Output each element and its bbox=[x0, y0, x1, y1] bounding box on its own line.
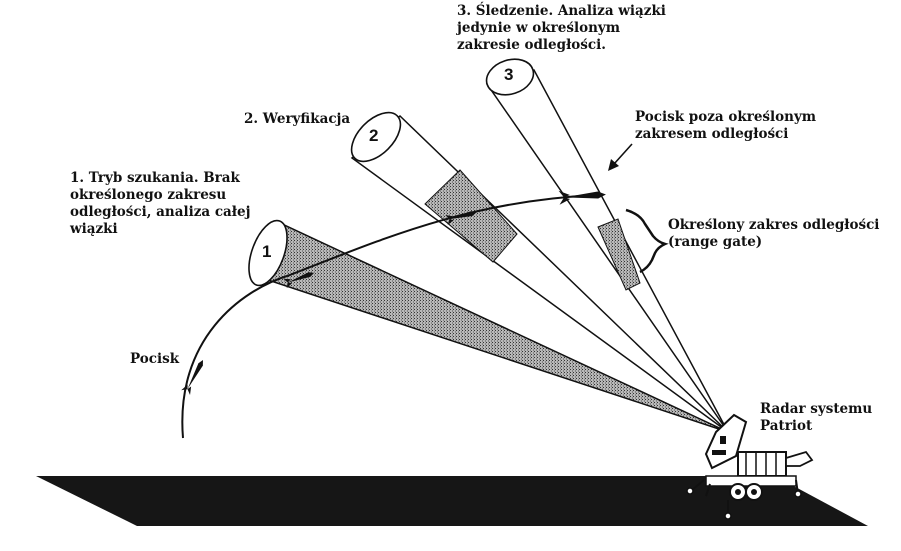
beam-2-number: 2 bbox=[369, 126, 379, 145]
beam-1-aperture bbox=[248, 219, 288, 287]
beam-3 bbox=[485, 58, 729, 433]
patriot-radar-icon bbox=[686, 413, 814, 520]
range-gate-label: Określony zakres odległości (range gate) bbox=[668, 217, 880, 250]
missile-outside-gate-icon bbox=[558, 190, 606, 205]
ground-strip bbox=[36, 476, 868, 526]
beam-1-caption: 1. Tryb szukania. Brak określonego zakre… bbox=[70, 170, 251, 237]
beam-1 bbox=[248, 219, 729, 433]
beam-1-number: 1 bbox=[262, 242, 272, 261]
range-gate-brace-icon bbox=[625, 208, 669, 274]
missile-label: Pocisk bbox=[130, 351, 180, 367]
beam-2 bbox=[350, 111, 729, 433]
missile-in-beam-2-icon bbox=[445, 211, 477, 225]
beam-3-caption: 3. Śledzenie. Analiza wiązki jedynie w o… bbox=[457, 3, 666, 53]
radar-label: Radar systemu Patriot bbox=[760, 401, 873, 434]
missile-in-beam-1-icon bbox=[283, 272, 315, 289]
missile-trajectory bbox=[181, 194, 601, 439]
beam-3-range-gate bbox=[597, 218, 641, 291]
missile-icon bbox=[181, 359, 203, 396]
beam-3-number: 3 bbox=[504, 65, 514, 84]
pointer-arrow-icon bbox=[608, 143, 633, 171]
missile-outside-gate-label: Pocisk poza określonym zakresem odległoś… bbox=[635, 109, 817, 142]
beam-2-aperture bbox=[350, 111, 402, 163]
beam-3-aperture bbox=[485, 58, 535, 96]
beam-2-caption: 2. Weryfikacja bbox=[244, 111, 351, 127]
